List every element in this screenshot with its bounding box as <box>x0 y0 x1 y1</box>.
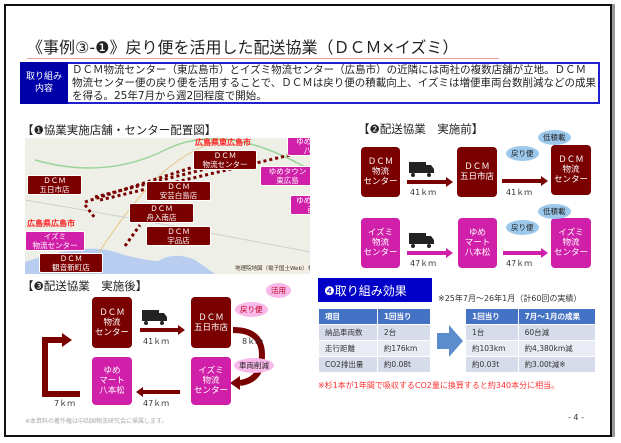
before-izumi-center-return: イズミ 物流 センター <box>551 218 591 268</box>
map-heading: 【❶協業実施店舗・センター配置図】 <box>22 123 217 137</box>
before-dcm-center-return: ＤＣＭ 物流 センター <box>551 145 591 195</box>
page-title: 《事例③-❶》戻り便を活用した配送協業（ＤＣＭ×イズミ） <box>27 38 459 57</box>
map-youme-town: ゆめタウン 東広島 <box>260 166 310 186</box>
map-dcm-akishirashima: ＤＣＭ 安芸白島店 <box>146 181 211 201</box>
bubble-return-2: 戻り便 <box>506 220 539 235</box>
bubble-low-2: 低積載 <box>538 204 571 219</box>
table-row: 走行距離約176km <box>318 340 432 357</box>
map-dcm-itsukaichi: ＤＣＭ 五日市店 <box>27 175 82 195</box>
effect-period: ※25年7月～26年1月（計60回の実績） <box>438 294 582 303</box>
before-dcm-center: ＤＣＭ 物流 センター <box>361 147 400 197</box>
before-km-4: 47ｋｍ <box>506 259 533 268</box>
bubble-vehicle-reduction: 車両削減 <box>234 358 274 373</box>
after-km-2: 8ｋｍ <box>242 337 264 346</box>
map-youme-mall: ゆめモール 西条 <box>290 195 310 215</box>
before-dcm-itsukaichi: ＤＣＭ 五日市店 <box>457 147 497 197</box>
before-km-2: 41ｋｍ <box>506 188 533 197</box>
col-header: 7月～1月の成果 <box>517 308 597 325</box>
table-row: CO2排出量約0.08t <box>318 356 432 373</box>
truck-icon <box>409 233 434 248</box>
arrow-right-icon <box>437 325 463 357</box>
col-header: 項目 <box>318 308 378 325</box>
map-dcm-kannon: ＤＣＭ 観音新町店 <box>39 253 103 273</box>
bubble-return: 戻り便 <box>235 302 268 317</box>
after-yume-mart: ゆめ マート 八本松 <box>92 357 132 405</box>
effect-note: ※杉1本が1年間で吸収するCO2量に換算すると約340本分に相当。 <box>318 381 560 390</box>
summary-label: 取り組み 内容 <box>20 62 68 104</box>
effect-heading: ❹取り組み効果 <box>318 278 432 302</box>
col-header: 1回当り <box>376 308 432 325</box>
map-izumi-center: イズミ 物流センター <box>25 231 85 251</box>
summary-text: ＤＣＭ物流センター（東広島市）とイズミ物流センター（広島市）の近隣には両社の複数… <box>72 64 596 102</box>
before-izumi-center: イズミ 物流 センター <box>361 218 400 268</box>
bubble-low-1: 低積載 <box>538 130 571 145</box>
truck-icon <box>409 162 434 177</box>
after-km-1: 41ｋｍ <box>143 337 170 346</box>
copyright-footer: ※本資料の著作権は中四国物流研究会に帰属します。 <box>25 418 168 425</box>
after-km-3: 47ｋｍ <box>143 399 170 408</box>
page-number: - 4 - <box>568 413 584 422</box>
title-divider <box>27 58 499 59</box>
after-dcm-itsukaichi: ＤＣＭ 五日市店 <box>191 297 231 348</box>
bubble-return-1: 戻り便 <box>506 146 539 161</box>
col-header: 1回当り <box>465 308 519 325</box>
slide-frame <box>4 4 612 437</box>
label-east-hiroshima: 広島県東広島市 <box>195 138 251 147</box>
map-dcm-center: ＤＣＭ 物流センター <box>193 150 257 170</box>
label-hiroshima: 広島県広島市 <box>27 219 75 228</box>
before-yume-mart: ゆめ マート 八本松 <box>458 218 497 268</box>
before-km-1: 41ｋｍ <box>410 188 437 197</box>
after-izumi-center: イズミ 物流 センター <box>191 357 231 405</box>
map: 広島県東広島市 広島県広島市 ＤＣＭ 物流センター ＤＣＭ 五日市店 ＤＣＭ 安… <box>25 138 310 274</box>
map-dcm-funairi: ＤＣＭ 舟入南店 <box>129 203 194 223</box>
bubble-utilize: 活用 <box>266 283 291 298</box>
before-heading: 【❷配送協業 実施前】 <box>358 122 484 136</box>
before-km-3: 47ｋｍ <box>410 259 437 268</box>
map-credit: 地理院地図（電子国土Web）を加工して作成 <box>235 264 310 272</box>
after-heading: 【❸配送協業 実施後】 <box>22 279 148 293</box>
after-km-4: 7ｋｍ <box>54 399 76 408</box>
map-dcm-ujina: ＤＣＭ 宇品店 <box>146 226 211 246</box>
after-dcm-center: ＤＣＭ 物流 センター <box>92 297 132 348</box>
truck-icon <box>142 310 167 325</box>
